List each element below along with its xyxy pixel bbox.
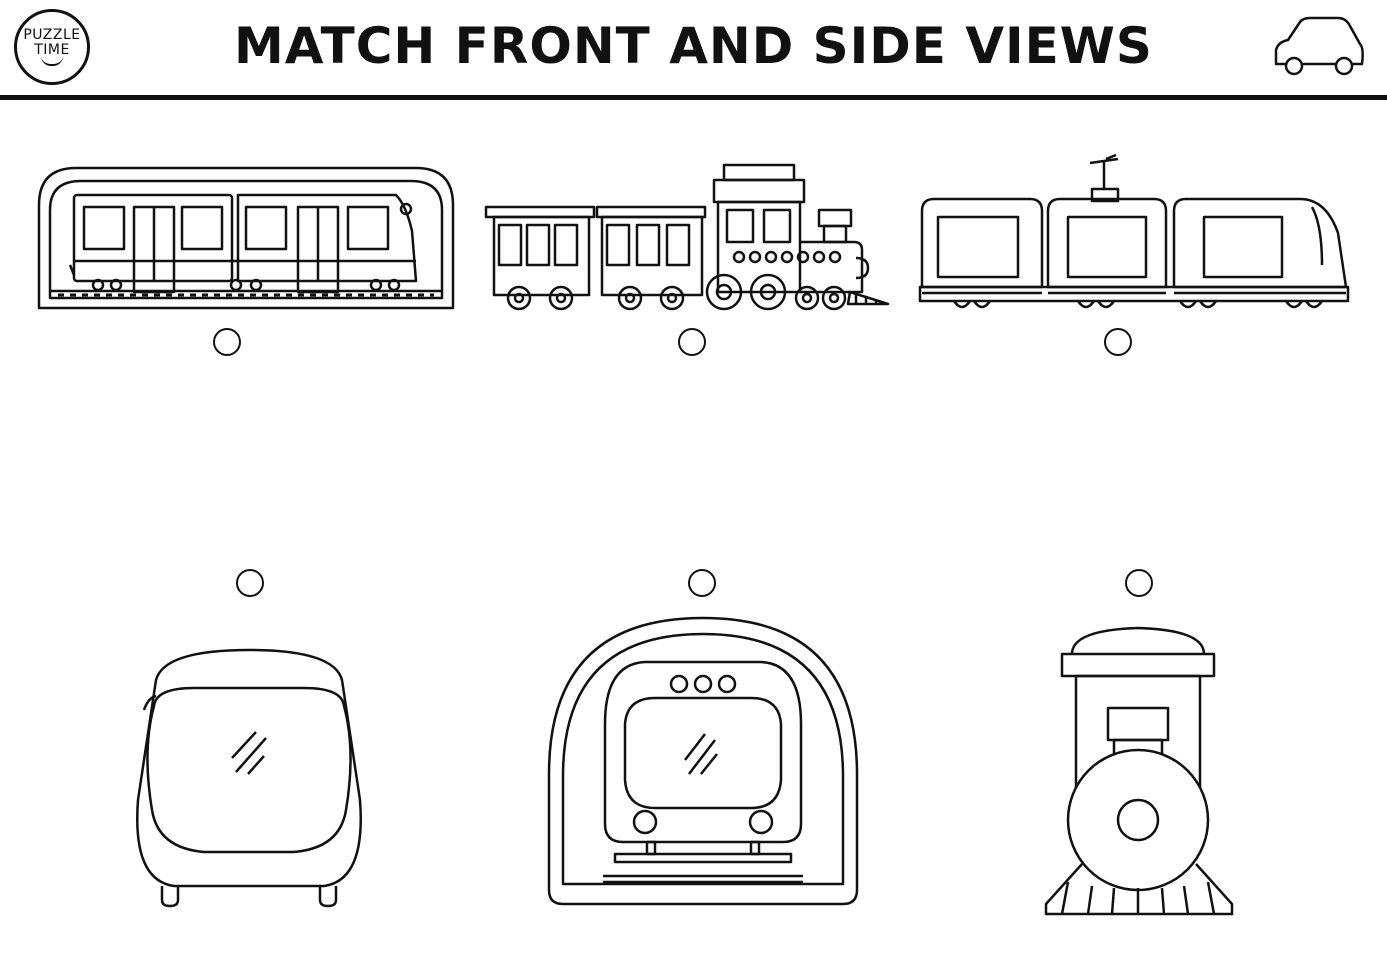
match-dot-tram-front[interactable] (236, 569, 264, 597)
logo-line2: TIME (34, 42, 70, 58)
puzzle-time-logo: PUZZLE TIME (14, 9, 90, 85)
match-dot-tram-side[interactable] (1104, 328, 1132, 356)
tram-side-icon (918, 153, 1350, 309)
match-dot-subway-front[interactable] (688, 569, 716, 597)
steam-locomotive-front-icon (1044, 626, 1234, 916)
logo-line1: PUZZLE (23, 27, 81, 43)
match-dot-steam-train-front[interactable] (1125, 569, 1153, 597)
match-dot-subway-side[interactable] (213, 328, 241, 356)
header-divider (0, 95, 1387, 100)
logo-smile (41, 56, 63, 66)
tram-front-icon (136, 648, 362, 908)
car-icon (1274, 16, 1364, 76)
subway-train-front-icon (547, 616, 859, 906)
worksheet-header: PUZZLE TIME MATCH FRONT AND SIDE VIEWS (0, 0, 1387, 100)
steam-locomotive-side-icon (484, 163, 890, 311)
match-dot-steam-train-side[interactable] (678, 328, 706, 356)
subway-train-side-icon (37, 166, 455, 310)
page-title: MATCH FRONT AND SIDE VIEWS (234, 17, 1153, 75)
